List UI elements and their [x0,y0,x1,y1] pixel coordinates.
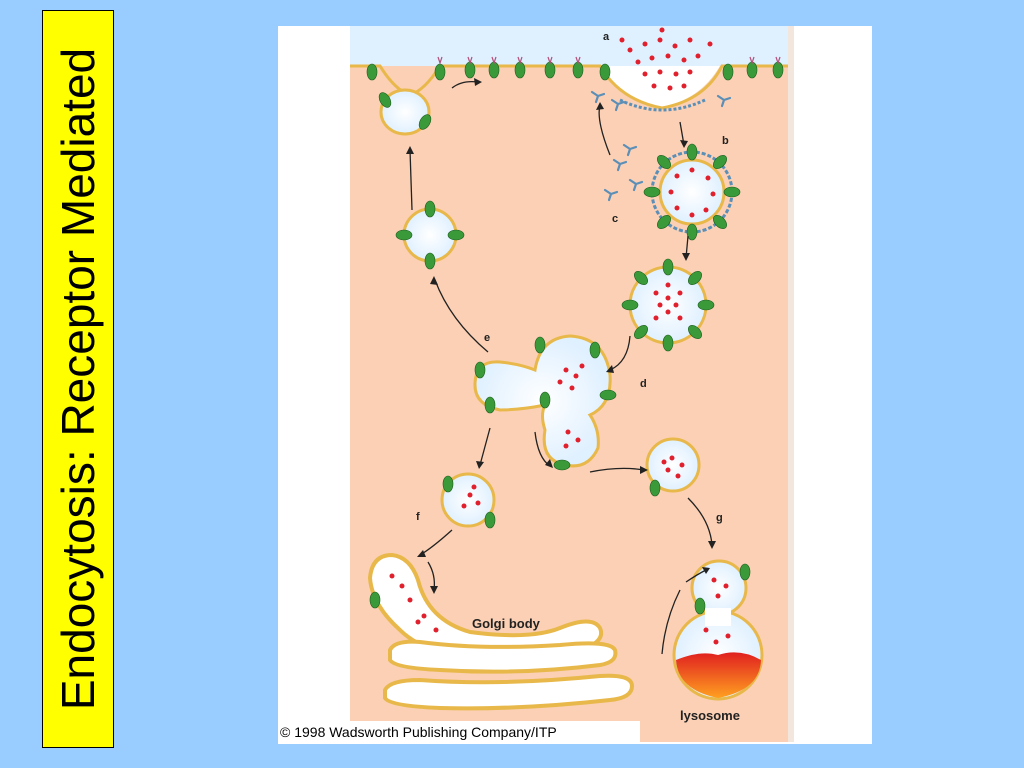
label-f: f [416,511,420,523]
coated-pit-a [619,27,713,112]
label-b: b [722,135,729,147]
copyright-notice: © 1998 Wadsworth Publishing Company/ITP [278,721,640,743]
vesicle-g [645,437,701,493]
lysosome [672,559,764,701]
label-g: g [716,512,723,524]
vesicle-receptors [369,92,751,615]
label-e: e [484,332,490,344]
receptor-tips [437,56,781,65]
membrane-receptors [366,61,784,81]
pathway-arrows [409,80,713,655]
label-d: d [640,378,647,390]
vesicle-f [440,472,496,528]
arrowheads [406,78,716,594]
fusing-vesicle [379,88,431,136]
title-band: Endocytosis: Receptor Mediated [42,10,114,748]
golgi-body [367,552,635,711]
label-c: c [612,213,618,225]
extracellular-space [350,26,788,66]
clathrin-triskelions [590,90,732,202]
internalized-ligands [389,167,731,645]
panel-edge [788,26,794,742]
label-a: a [603,31,610,43]
label-lysosome: lysosome [680,708,740,723]
label-golgi-body: Golgi body [472,616,541,631]
